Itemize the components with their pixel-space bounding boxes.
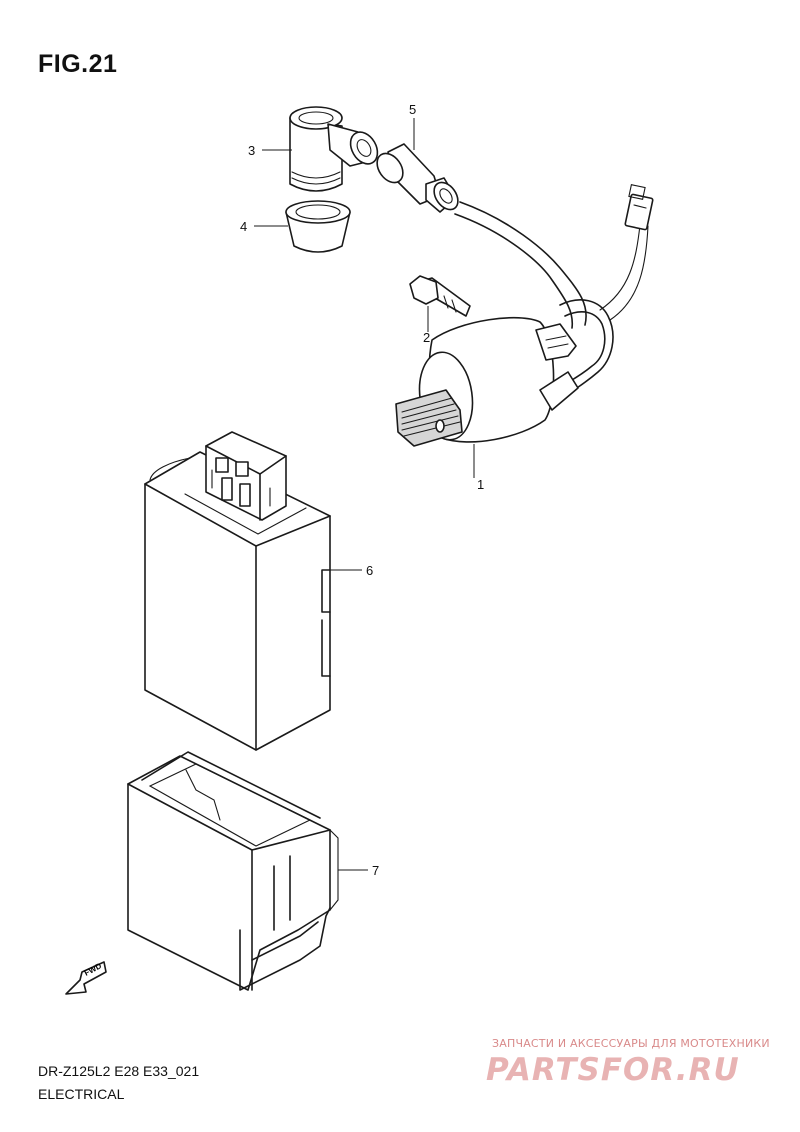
cdi-holder-case[interactable] — [127, 751, 339, 991]
watermark-logo: PARTSFOR.RU — [486, 1052, 740, 1088]
cdi-connector[interactable] — [205, 431, 287, 521]
high-tension-grommet[interactable] — [372, 143, 463, 214]
section-name: ELECTRICAL — [38, 1086, 125, 1102]
model-code: DR-Z125L2 E28 E33_021 — [38, 1063, 200, 1079]
callout-4: 4 — [240, 219, 248, 234]
cdi-unit[interactable] — [144, 451, 331, 751]
callout-6: 6 — [366, 563, 374, 578]
leader-lines — [254, 118, 475, 871]
callout-7: 7 — [372, 863, 380, 878]
callout-3: 3 — [248, 143, 256, 158]
callout-1: 1 — [477, 477, 485, 492]
coil-mounting-bolt[interactable] — [409, 275, 471, 317]
callout-2: 2 — [423, 330, 431, 345]
high-tension-lead — [454, 201, 587, 329]
figure-title: FIG.21 — [38, 50, 118, 78]
spark-plug-cap[interactable] — [289, 106, 383, 192]
watermark-caption: ЗАПЧАСТИ И АКСЕССУАРЫ ДЛЯ МОТОТЕХНИКИ — [492, 1037, 770, 1050]
wire-connector[interactable] — [624, 184, 654, 231]
plug-cap-seal[interactable] — [285, 200, 351, 253]
forward-arrow-icon — [65, 961, 107, 995]
callout-5: 5 — [409, 102, 417, 117]
ignition-coil[interactable] — [395, 316, 579, 447]
